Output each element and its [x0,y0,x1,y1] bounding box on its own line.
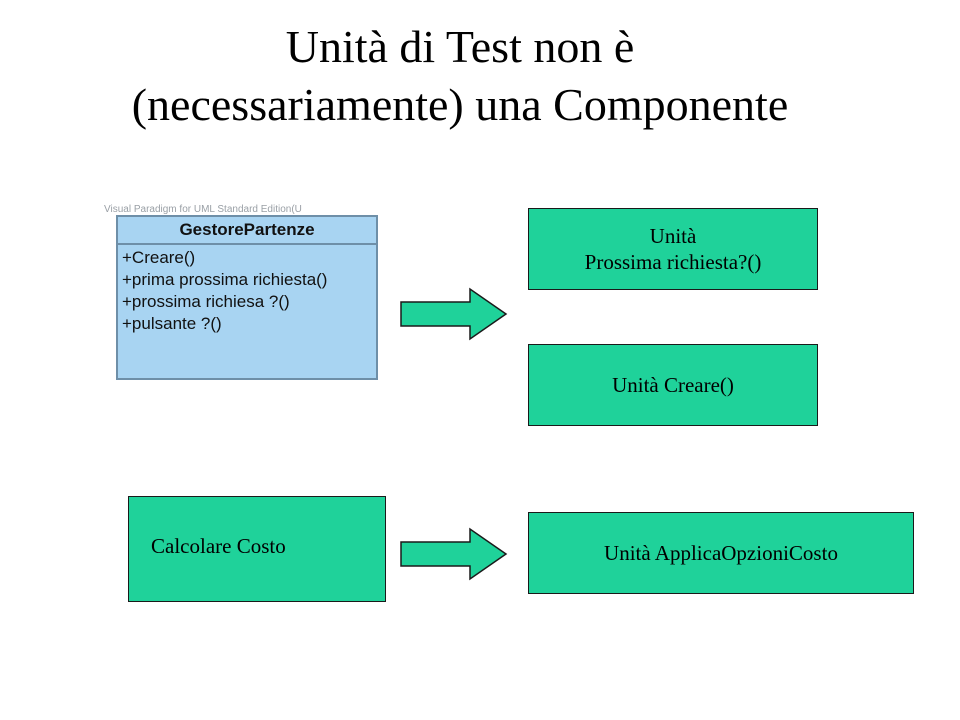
page-title: Unità di Test non è (necessariamente) un… [0,18,920,134]
box-label: Unità ApplicaOpzioniCosto [604,541,838,565]
uml-method: +prossima richiesa ?() [122,292,290,311]
uml-class-name: GestorePartenze [118,217,376,245]
calcolare-costo-box: Calcolare Costo [128,496,386,602]
box-label: Calcolare Costo [151,534,286,558]
uml-method: +Creare() [122,248,196,267]
uml-tool-caption: Visual Paradigm for UML Standard Edition… [104,204,302,215]
uml-method: +pulsante ?() [122,314,222,333]
title-line-2: (necessariamente) una Componente [131,79,789,130]
unita-applica-opzioni-costo-box: Unità ApplicaOpzioniCosto [528,512,914,594]
uml-method-list: +Creare() +prima prossima richiesta() +p… [118,245,376,335]
box-line: Prossima richiesta?() [584,250,762,274]
unita-prossima-richiesta-box: Unità Prossima richiesta?() [528,208,818,290]
right-arrow-icon [400,287,508,341]
uml-method: +prima prossima richiesta() [122,270,328,289]
unita-creare-box: Unità Creare() [528,344,818,426]
title-line-1: Unità di Test non è [285,21,635,72]
box-line: Unità [649,224,697,248]
box-label: Unità Creare() [612,373,734,397]
uml-class-box: GestorePartenze +Creare() +prima prossim… [116,215,378,380]
right-arrow-icon [400,527,508,581]
